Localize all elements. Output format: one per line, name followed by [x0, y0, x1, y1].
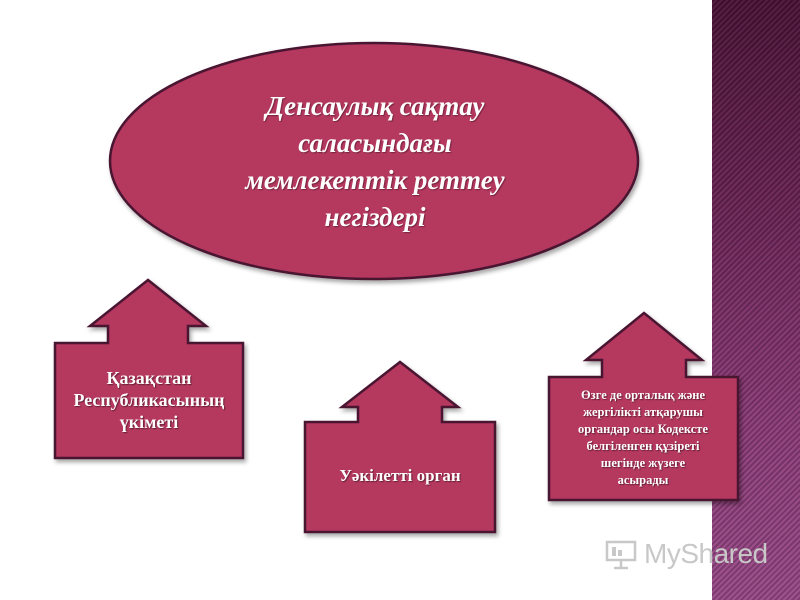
- central-title-line: саласындағы: [298, 128, 452, 158]
- central-title-line: мемлекеттік реттеу: [245, 165, 505, 195]
- node-label-authorized-body: Уәкілетті орган: [306, 422, 494, 530]
- node-label-other-bodies: Өзге де орталық және жергілікті атқарушы…: [550, 378, 736, 498]
- arrow-box-left: [53, 278, 245, 460]
- central-ellipse: [108, 41, 640, 281]
- node-label-line: шегінде жүзеге: [600, 456, 686, 470]
- arrow-box-middle: [303, 360, 497, 534]
- node-label-line: Уәкілетті орган: [339, 466, 461, 485]
- presentation-board-icon: [605, 540, 637, 570]
- node-label-line: үкіметі: [119, 412, 179, 432]
- central-title: Денсаулық сақтау саласындағы мемлекеттік…: [180, 88, 570, 236]
- central-title-line: Денсаулық сақтау: [265, 91, 485, 121]
- node-label-government: Қазақстан Республикасының үкіметі: [56, 344, 242, 456]
- watermark-text: MyShared: [644, 538, 768, 569]
- central-title-line: негіздері: [324, 202, 426, 232]
- watermark: MyShared: [604, 534, 768, 574]
- node-label-line: жергілікті атқарушы: [583, 405, 703, 419]
- node-label-line: асырады: [617, 473, 669, 487]
- node-label-line: органдар осы Кодексте: [578, 422, 708, 436]
- arrow-box-right: [547, 311, 740, 502]
- node-label-line: Өзге де орталық және: [580, 388, 706, 402]
- node-label-line: Қазақстан: [106, 368, 192, 388]
- node-label-line: Республикасының: [73, 390, 225, 410]
- node-label-line: белгіленген құзіреті: [586, 439, 700, 453]
